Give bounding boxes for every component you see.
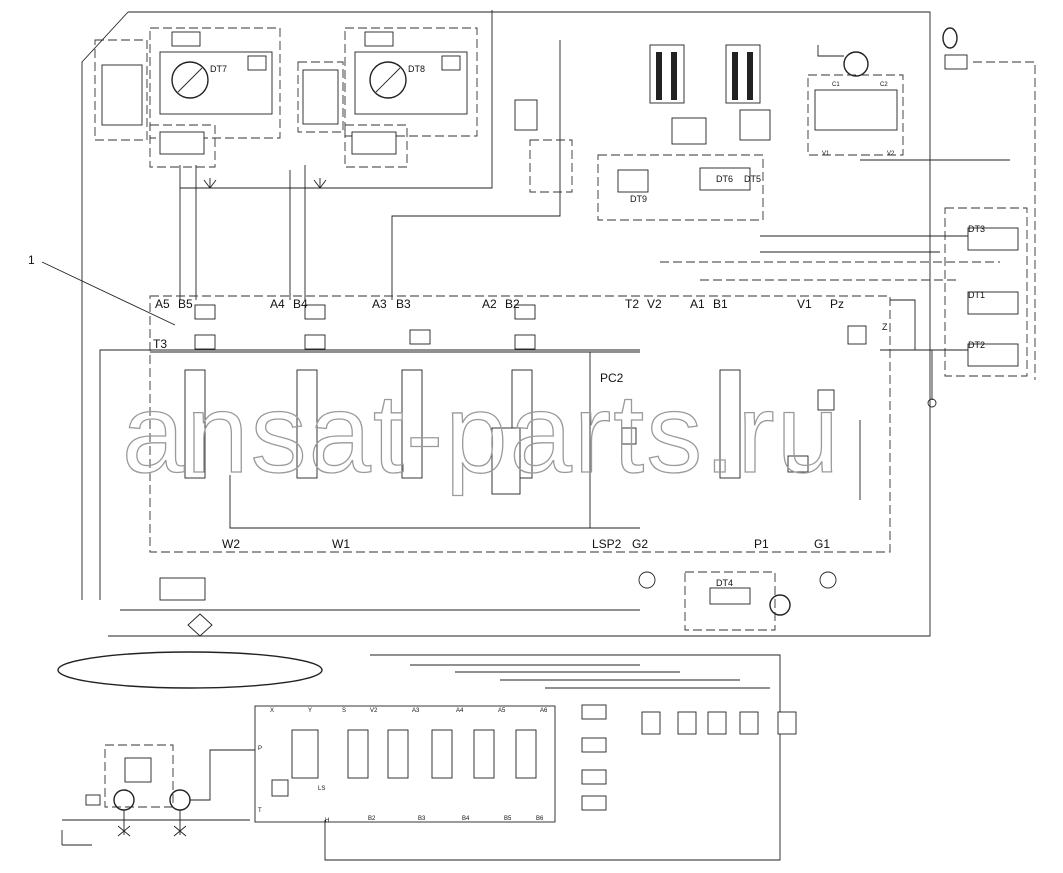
solenoid-label-dt3: DT3 bbox=[968, 224, 985, 234]
right-valve-block: DT3 DT1 DT2 bbox=[660, 207, 1028, 377]
port-b4: B4 bbox=[293, 297, 308, 311]
motor-icon bbox=[85, 794, 101, 806]
main-lines bbox=[61, 10, 931, 846]
pilot-port-ls: LS bbox=[318, 786, 325, 792]
port-v1: V1 bbox=[797, 297, 812, 311]
gauge-icon bbox=[638, 571, 656, 589]
port-a4: A4 bbox=[270, 297, 285, 311]
port-b3: B3 bbox=[396, 297, 411, 311]
port-p1: P1 bbox=[754, 537, 769, 551]
port-t2: T2 bbox=[625, 297, 639, 311]
gauge-icon bbox=[819, 571, 837, 589]
port-v2-small: V2 bbox=[887, 151, 895, 157]
motor-module-right: DT8 bbox=[289, 27, 478, 300]
solenoid-label-dt2: DT2 bbox=[968, 340, 985, 350]
pilot-port-a6: A6 bbox=[540, 708, 548, 714]
solenoid-label-dt8: DT8 bbox=[408, 64, 425, 74]
motor-module-left: DT7 bbox=[94, 27, 281, 300]
tank-icon bbox=[57, 651, 323, 689]
port-c2: C2 bbox=[880, 82, 888, 88]
port-pc2: PC2 bbox=[600, 371, 624, 385]
port-b1: B1 bbox=[713, 297, 728, 311]
cylinder-group: DT9 DT6 DT5 bbox=[514, 44, 771, 221]
pilot-port-a3: A3 bbox=[412, 708, 420, 714]
cylinder-icon bbox=[725, 44, 761, 104]
hydraulic-motor-icon bbox=[171, 61, 209, 99]
port-b5: B5 bbox=[178, 297, 193, 311]
solenoid-label-dt9: DT9 bbox=[630, 194, 647, 204]
pilot-port-b2: B2 bbox=[368, 816, 376, 822]
pilot-port-p: P bbox=[258, 746, 262, 752]
port-v1-small: V1 bbox=[822, 151, 830, 157]
cylinder-icon bbox=[649, 44, 685, 104]
pilot-port-a4: A4 bbox=[456, 708, 464, 714]
solenoid-label-dt6: DT6 bbox=[716, 174, 733, 184]
pilot-port-b5: B5 bbox=[504, 816, 512, 822]
port-w2: W2 bbox=[222, 537, 240, 551]
port-c1: C1 bbox=[832, 82, 840, 88]
solenoid-label-dt5: DT5 bbox=[744, 174, 761, 184]
callout-number: 1 bbox=[28, 253, 35, 267]
solenoid-label-dt7: DT7 bbox=[210, 64, 227, 74]
pilot-port-b4: B4 bbox=[462, 816, 470, 822]
pilot-port-b3: B3 bbox=[418, 816, 426, 822]
port-v2: V2 bbox=[647, 297, 662, 311]
filter-icon bbox=[187, 613, 213, 637]
pump-icon bbox=[843, 51, 869, 77]
port-g1: G1 bbox=[814, 537, 830, 551]
pilot-port-s: S bbox=[342, 708, 346, 714]
pump-icon bbox=[113, 789, 135, 811]
port-g2: G2 bbox=[632, 537, 648, 551]
main-valve-body: A5 B5 A4 B4 A3 B3 A2 B2 T2 V2 A1 B1 V1 P… bbox=[149, 295, 937, 553]
port-lsp2: LSP2 bbox=[592, 537, 622, 551]
pilot-port-h: H bbox=[325, 818, 329, 824]
watermark: ansat-parts.ru bbox=[122, 371, 841, 496]
filter-icon bbox=[159, 577, 206, 601]
port-z: Z bbox=[882, 322, 888, 332]
pump-top-right: C1 C2 V1 V2 bbox=[807, 27, 1036, 380]
port-b2: B2 bbox=[505, 297, 520, 311]
port-t3: T3 bbox=[153, 337, 167, 351]
port-a1: A1 bbox=[690, 297, 705, 311]
port-a2: A2 bbox=[482, 297, 497, 311]
port-w1: W1 bbox=[332, 537, 350, 551]
main-pump-group bbox=[85, 744, 255, 837]
pilot-port-v2: V2 bbox=[370, 708, 378, 714]
callout-1: 1 bbox=[28, 253, 176, 326]
pump-icon bbox=[769, 594, 791, 616]
accumulator-icon bbox=[942, 27, 958, 49]
port-a5: A5 bbox=[155, 297, 170, 311]
solenoid-label-dt1: DT1 bbox=[968, 290, 985, 300]
pilot-port-a5: A5 bbox=[498, 708, 506, 714]
port-a3: A3 bbox=[372, 297, 387, 311]
pilot-valve-block: X Y S V2 A3 A4 A5 A6 B2 B3 B4 B5 B6 P T … bbox=[254, 654, 797, 861]
pump-dt4-group: DT4 bbox=[57, 571, 837, 689]
pilot-port-x: X bbox=[270, 708, 274, 714]
pilot-port-t: T bbox=[258, 808, 262, 814]
hydraulic-motor-icon bbox=[369, 61, 407, 99]
solenoid-label-dt4: DT4 bbox=[716, 578, 733, 588]
pilot-port-y: Y bbox=[308, 708, 312, 714]
pilot-port-b6: B6 bbox=[536, 816, 544, 822]
port-pz: Pz bbox=[830, 297, 844, 311]
